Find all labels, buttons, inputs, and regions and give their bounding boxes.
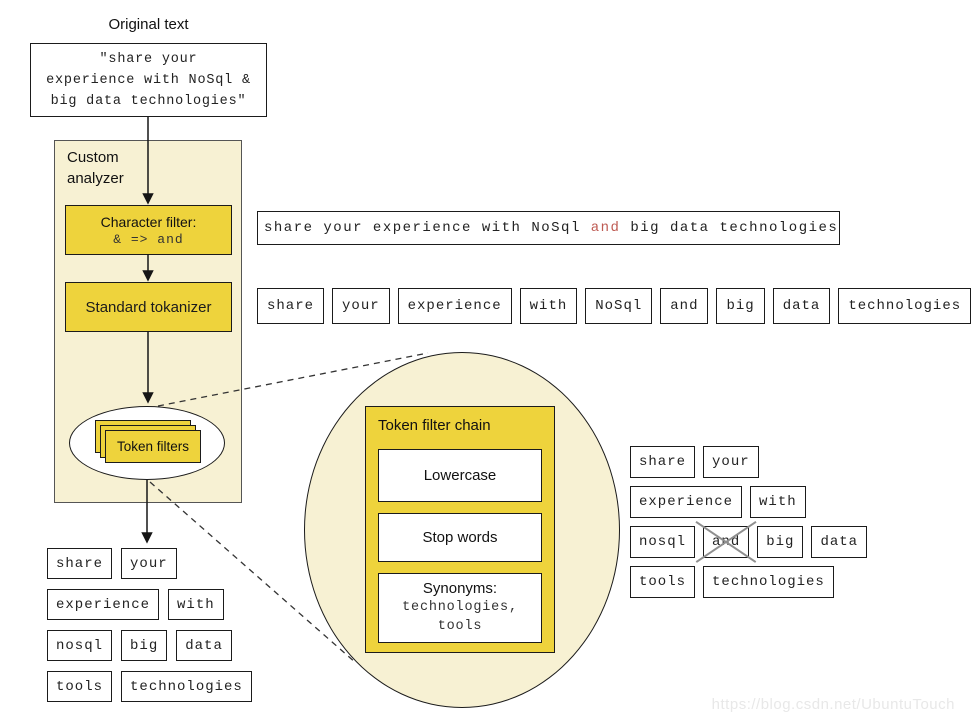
token-box-removed: and xyxy=(703,526,750,558)
token-box: tools xyxy=(47,671,113,702)
standard-tokenizer-box: Standard tokanizer xyxy=(65,282,232,332)
token-box: share xyxy=(257,288,325,324)
token-box: experience xyxy=(630,486,743,518)
custom-analyzer-panel: Custom analyzer Character filter: & => a… xyxy=(54,140,242,503)
token-filter-chain-box: Token filter chain Lowercase Stop words … xyxy=(365,406,555,653)
token-box: experience xyxy=(397,288,512,324)
synonyms-title: Synonyms: xyxy=(422,580,498,597)
token-box: big xyxy=(757,526,804,558)
filtered-token-row: tools technologies xyxy=(630,566,867,598)
character-filter-box: Character filter: & => and xyxy=(65,205,232,255)
filtered-token-row: nosql and big data xyxy=(630,526,868,558)
filtered-token-row: experience with xyxy=(630,486,867,518)
final-token-group: share your experience with nosql big dat… xyxy=(47,548,252,702)
arrowhead-icon xyxy=(141,532,153,544)
watermark: https://blog.csdn.net/UbuntuTouch xyxy=(711,696,955,713)
synonyms-values: technologies, tools xyxy=(402,600,518,634)
token-box: your xyxy=(703,446,759,478)
token-box: experience xyxy=(47,589,160,620)
lowercase-filter-box: Lowercase xyxy=(378,449,542,502)
character-filter-title: Character filter: xyxy=(100,213,197,230)
original-text-label: Original text xyxy=(108,16,189,33)
token-box: with xyxy=(750,486,806,518)
token-box: data xyxy=(176,630,232,661)
final-token-row: nosql big data xyxy=(47,630,252,661)
token-box: data xyxy=(772,288,831,324)
token-box: your xyxy=(332,288,390,324)
filtered-token-row: share your xyxy=(630,446,867,478)
tokenized-row: share your experience with NoSql and big… xyxy=(257,288,972,324)
original-text-box: "share your experience with NoSql & big … xyxy=(30,43,267,117)
token-box: big xyxy=(121,630,168,661)
stop-words-filter-box: Stop words xyxy=(378,513,542,562)
sentence-pre: share your experience with NoSql xyxy=(264,220,591,236)
token-box: nosql xyxy=(47,630,113,661)
final-token-row: experience with xyxy=(47,589,252,620)
token-box: technologies xyxy=(838,288,972,324)
token-box: NoSql xyxy=(585,288,653,324)
sentence-post: big data technologies xyxy=(620,220,839,236)
token-box: technologies xyxy=(703,566,834,598)
token-filter-chain-title: Token filter chain xyxy=(378,417,491,434)
token-filters-label: Token filters xyxy=(105,430,201,463)
token-box: share xyxy=(630,446,696,478)
token-box: your xyxy=(121,548,177,579)
token-box-modified: tools xyxy=(630,566,696,598)
synonyms-filter-box: Synonyms: technologies, tools xyxy=(378,573,542,643)
token-box: and xyxy=(660,288,709,324)
token-box: with xyxy=(519,288,578,324)
token-box: share xyxy=(47,548,113,579)
token-box: technologies xyxy=(121,671,252,702)
character-filter-rule: & => and xyxy=(113,231,184,247)
custom-analyzer-label: Custom analyzer xyxy=(67,149,124,187)
token-box: data xyxy=(811,526,868,558)
filtered-token-group: share your experience with nosql and big… xyxy=(630,446,868,598)
char-filtered-text-box: share your experience with NoSql and big… xyxy=(257,211,840,245)
final-token-row: share your xyxy=(47,548,252,579)
token-box-modified: nosql xyxy=(630,526,696,558)
token-box: big xyxy=(716,288,765,324)
token-box: with xyxy=(168,589,224,620)
sentence-replaced-word: and xyxy=(590,220,621,236)
final-token-row: tools technologies xyxy=(47,671,252,702)
